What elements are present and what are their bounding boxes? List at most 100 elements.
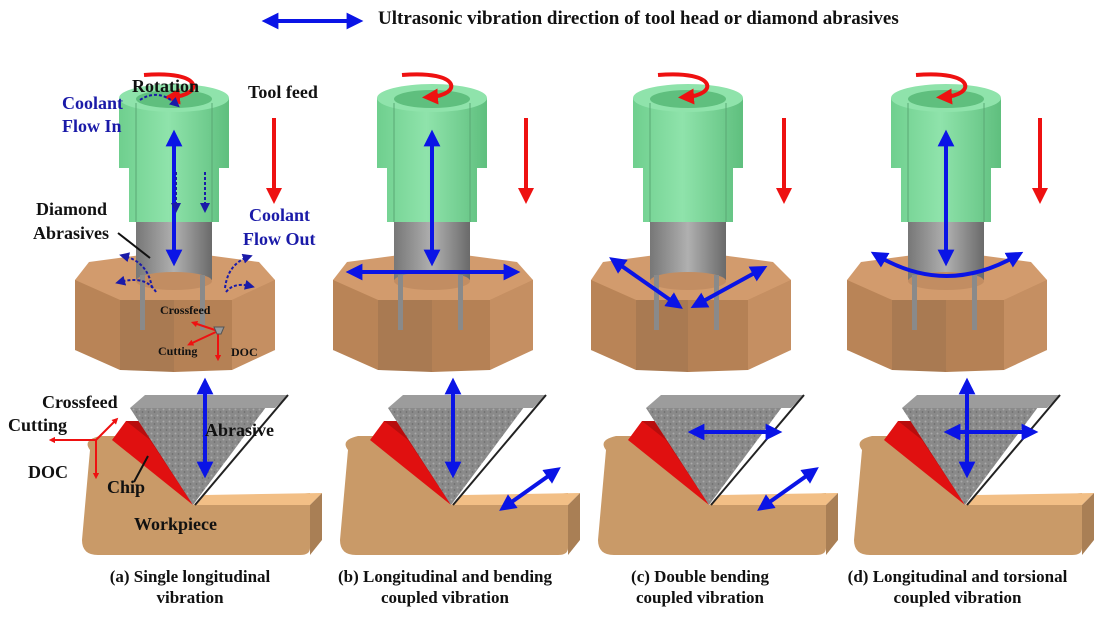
abrasive-grain-top — [130, 395, 288, 408]
chip — [628, 421, 709, 505]
rotation-arrow-icon — [915, 72, 968, 105]
caption-b-line2: coupled vibration — [381, 588, 509, 608]
workpiece-detail-side — [1082, 493, 1094, 555]
tool-unit-c — [591, 72, 792, 372]
workpiece-face-mid — [120, 300, 174, 372]
rotation-arrow-icon — [401, 72, 454, 105]
workpiece-detail — [854, 436, 1082, 555]
abrasive-grain-top — [388, 395, 546, 408]
doc-label-top: DOC — [231, 345, 258, 359]
workpiece-face-mid — [378, 300, 432, 372]
bending-vibration-arrow-icon-1 — [609, 257, 683, 309]
abrasive-pin-right — [972, 275, 977, 330]
workpiece-face-mid2 — [688, 300, 748, 372]
abrasive-pin-left — [912, 275, 917, 330]
tool-head-hole — [650, 90, 726, 108]
abrasive-grain-top — [902, 395, 1060, 408]
chip — [370, 421, 451, 505]
workpiece-detail-ledge — [193, 493, 322, 505]
chip-label: Chip — [107, 477, 146, 497]
coolant-out-arrow-icon-4 — [225, 279, 255, 293]
diamond-abrasives-pointer-icon — [117, 232, 151, 259]
tool-bore — [136, 272, 212, 290]
abrasive-pin-right — [714, 275, 719, 330]
caption-b: (b) Longitudinal and bending coupled vib… — [310, 566, 580, 609]
workpiece-detail — [82, 436, 310, 555]
rotation-arrow-icon — [657, 72, 710, 105]
caption-d-line1: (d) Longitudinal and torsional — [847, 567, 1068, 586]
caption-d: (d) Longitudinal and torsional coupled v… — [815, 566, 1100, 609]
caption-a-line2: vibration — [156, 588, 224, 608]
grain-icon — [213, 326, 225, 335]
workpiece-detail — [340, 436, 568, 555]
tool-head — [633, 98, 743, 222]
diamond-abrasive-ring — [650, 220, 726, 280]
cutting-arrow-icon-top — [187, 330, 219, 346]
abrasive-grain — [646, 395, 791, 505]
crossfeed-arrow-icon-top — [190, 320, 219, 332]
tool-unit-d — [847, 72, 1048, 372]
chip — [112, 421, 193, 505]
crossfeed-label-top: Crossfeed — [160, 303, 211, 317]
cutting-label-detail: Cutting — [8, 415, 68, 435]
workpiece-detail — [598, 436, 826, 555]
abrasive-pin-right — [458, 275, 463, 330]
workpiece-detail-side — [568, 493, 580, 555]
detail-unit-b — [340, 377, 580, 555]
chip-pointer-icon — [133, 455, 149, 483]
detail-unit-c — [598, 394, 838, 555]
tool-head-hole — [394, 90, 470, 108]
abrasive-grain-edge — [194, 394, 289, 506]
workpiece-detail-side — [826, 493, 838, 555]
workpiece-label: Workpiece — [134, 514, 217, 534]
abrasive-grain-top — [646, 395, 804, 408]
workpiece-detail-ledge — [965, 493, 1094, 505]
caption-a: (a) Single longitudinal vibration — [70, 566, 310, 609]
bending-vibration-arrow-icon-2 — [690, 265, 768, 309]
abrasive-pin-right — [200, 275, 205, 330]
workpiece-face-right — [232, 280, 275, 370]
cutting-label-top: Cutting — [158, 344, 198, 358]
caption-c-line2: coupled vibration — [636, 588, 764, 608]
abrasive-grain-edge — [966, 394, 1061, 506]
coolant-flow-in-label-1: Coolant — [62, 93, 124, 113]
caption-b-line1: (b) Longitudinal and bending — [337, 567, 552, 586]
tool-unit-b — [333, 72, 534, 372]
tool-unit-a — [75, 72, 282, 372]
coolant-out-arrow-icon-2 — [115, 275, 157, 293]
abrasive-pin-left — [398, 275, 403, 330]
detail-unit-a — [48, 377, 322, 555]
crossfeed-label-detail: Crossfeed — [42, 392, 118, 412]
rotation-label: Rotation — [132, 76, 199, 96]
abrasive-pin-left — [140, 275, 145, 330]
chip — [884, 421, 965, 505]
coolant-in-arrow-icon — [139, 93, 180, 108]
caption-c: (c) Double bending coupled vibration — [590, 566, 810, 609]
coolant-out-arrow-icon-3 — [224, 253, 253, 289]
diamond-abrasives-label-2: Abrasives — [33, 223, 109, 243]
workpiece-face-left — [75, 280, 120, 370]
tool-feed-label: Tool feed — [248, 82, 318, 102]
workpiece-face-mid2 — [946, 300, 1004, 372]
workpiece-face-right — [490, 280, 533, 370]
workpiece-face-left — [333, 280, 378, 370]
workpiece-face-left — [847, 280, 892, 370]
abrasive-grain-edge — [710, 394, 805, 506]
doc-label-detail: DOC — [28, 462, 68, 482]
caption-d-line2: coupled vibration — [893, 588, 1022, 608]
rotation-arrow-icon — [143, 72, 196, 105]
caption-c-line1: (c) Double bending — [631, 567, 769, 586]
workpiece-face-mid2 — [432, 300, 490, 372]
detail-unit-d — [854, 377, 1094, 555]
workpiece-face-mid — [892, 300, 946, 372]
coolant-flow-in-label-2: Flow In — [62, 116, 122, 136]
legend-label: Ultrasonic vibration direction of tool h… — [378, 8, 899, 29]
tool-head-hole — [908, 90, 984, 108]
coolant-out-arrow-icon-1 — [119, 252, 153, 289]
workpiece-face-mid — [636, 300, 688, 372]
caption-a-line1: (a) Single longitudinal — [109, 567, 271, 586]
abrasive-grain-edge — [452, 394, 547, 506]
workpiece-face-right — [1004, 280, 1047, 370]
abrasive-label: Abrasive — [205, 420, 274, 440]
abrasive-pin-left — [654, 275, 659, 330]
